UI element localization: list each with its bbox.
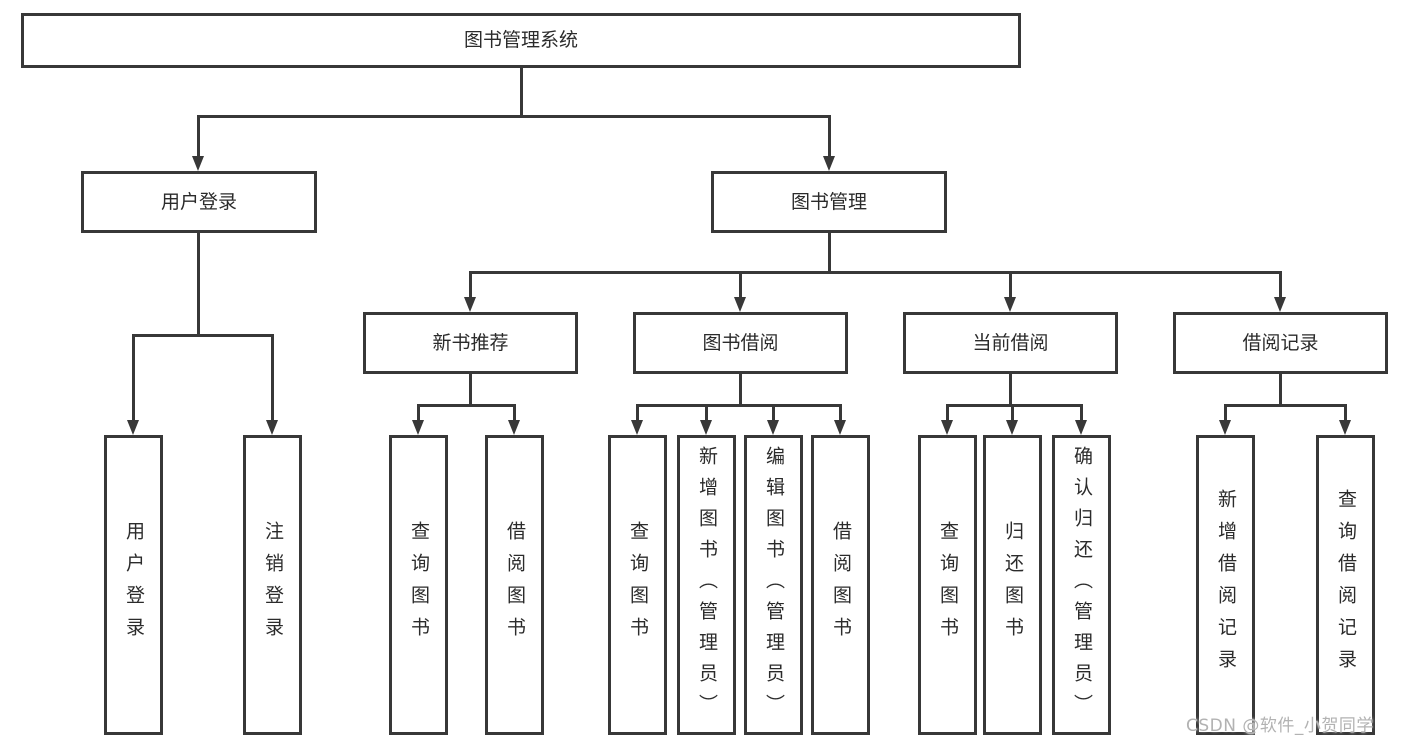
leaf-borrow-books: 借阅图书 xyxy=(811,435,870,735)
connector-vline xyxy=(1224,404,1227,422)
connector-vline xyxy=(132,334,135,422)
arrow-down-icon xyxy=(1339,420,1351,435)
connector-hline xyxy=(946,404,1083,407)
arrow-down-icon xyxy=(700,420,712,435)
arrow-down-icon xyxy=(1004,297,1016,312)
node-current-borrowing: 当前借阅 xyxy=(903,312,1118,374)
node-label: 编辑图书（管理员） xyxy=(763,445,785,725)
leaf-return-book: 归还图书 xyxy=(983,435,1042,735)
connector-vline xyxy=(417,404,420,422)
arrow-down-icon xyxy=(1075,420,1087,435)
node-label: 查询图书 xyxy=(937,521,959,649)
node-label: 查询图书 xyxy=(627,521,649,649)
node-label: 查询借阅记录 xyxy=(1335,489,1357,681)
node-book-management: 图书管理 xyxy=(711,171,947,233)
connector-vline xyxy=(1279,372,1282,407)
leaf-add-borrow-record: 新增借阅记录 xyxy=(1196,435,1255,735)
leaf-query-borrow-record: 查询借阅记录 xyxy=(1316,435,1375,735)
node-label: 新增图书（管理员） xyxy=(696,445,718,725)
arrow-down-icon xyxy=(266,420,278,435)
node-user-login: 用户登录 xyxy=(81,171,317,233)
arrow-down-icon xyxy=(834,420,846,435)
node-label: 借阅图书 xyxy=(504,521,526,649)
connector-vline xyxy=(1009,271,1012,300)
connector-vline xyxy=(828,115,831,158)
node-label: 注销登录 xyxy=(262,521,284,649)
connector-hline xyxy=(197,115,831,118)
connector-vline xyxy=(469,372,472,407)
node-label: 当前借阅 xyxy=(972,331,1049,354)
node-label: 用户登录 xyxy=(160,190,237,213)
connector-vline xyxy=(739,372,742,407)
arrow-down-icon xyxy=(508,420,520,435)
node-label: 新增借阅记录 xyxy=(1215,489,1237,681)
connector-hline xyxy=(469,271,1282,274)
arrow-down-icon xyxy=(823,156,835,171)
leaf-logout: 注销登录 xyxy=(243,435,302,735)
connector-vline xyxy=(1344,404,1347,422)
arrow-down-icon xyxy=(1006,420,1018,435)
node-label: 图书管理 xyxy=(790,190,867,213)
node-label: 新书推荐 xyxy=(432,331,509,354)
arrow-down-icon xyxy=(412,420,424,435)
watermark: CSDN @软件_小贺同学 xyxy=(1186,716,1374,736)
arrow-down-icon xyxy=(192,156,204,171)
node-label: 确认归还（管理员） xyxy=(1071,445,1093,725)
arrow-down-icon xyxy=(1274,297,1286,312)
node-label: 查询图书 xyxy=(408,521,430,649)
arrow-down-icon xyxy=(734,297,746,312)
leaf-query-books-borrow: 查询图书 xyxy=(608,435,667,735)
connector-vline xyxy=(739,271,742,300)
leaf-borrow-books-recommend: 借阅图书 xyxy=(485,435,544,735)
node-label: 归还图书 xyxy=(1002,521,1024,649)
leaf-confirm-return-admin: 确认归还（管理员） xyxy=(1052,435,1111,735)
node-label: 图书借阅 xyxy=(702,331,779,354)
leaf-query-books-current: 查询图书 xyxy=(918,435,977,735)
connector-vline xyxy=(828,231,831,274)
connector-vline xyxy=(513,404,516,422)
node-label: 借阅图书 xyxy=(830,521,852,649)
connector-vline xyxy=(469,271,472,300)
connector-hline xyxy=(1224,404,1346,407)
connector-vline xyxy=(772,404,775,422)
node-book-borrowing: 图书借阅 xyxy=(633,312,848,374)
arrow-down-icon xyxy=(767,420,779,435)
node-book-management-system: 图书管理系统 xyxy=(21,13,1021,68)
node-borrowing-records: 借阅记录 xyxy=(1173,312,1388,374)
connector-vline xyxy=(1080,404,1083,422)
connector-hline xyxy=(132,334,274,337)
node-label: 借阅记录 xyxy=(1242,331,1319,354)
node-label: 图书管理系统 xyxy=(463,29,578,51)
connector-vline xyxy=(1009,372,1012,407)
arrow-down-icon xyxy=(127,420,139,435)
leaf-add-book-admin: 新增图书（管理员） xyxy=(677,435,736,735)
connector-vline xyxy=(271,334,274,422)
node-new-book-recommendation: 新书推荐 xyxy=(363,312,578,374)
connector-vline xyxy=(1011,404,1014,422)
arrow-down-icon xyxy=(1219,420,1231,435)
connector-vline xyxy=(197,231,200,337)
leaf-edit-book-admin: 编辑图书（管理员） xyxy=(744,435,803,735)
connector-vline xyxy=(946,404,949,422)
node-label: 用户登录 xyxy=(123,521,145,649)
connector-vline xyxy=(839,404,842,422)
leaf-user-login: 用户登录 xyxy=(104,435,163,735)
connector-vline xyxy=(1279,271,1282,300)
connector-vline xyxy=(520,66,523,118)
connector-vline xyxy=(197,115,200,158)
connector-vline xyxy=(636,404,639,422)
connector-hline xyxy=(636,404,842,407)
connector-hline xyxy=(417,404,516,407)
arrow-down-icon xyxy=(631,420,643,435)
arrow-down-icon xyxy=(464,297,476,312)
connector-vline xyxy=(705,404,708,422)
arrow-down-icon xyxy=(941,420,953,435)
leaf-query-books-recommend: 查询图书 xyxy=(389,435,448,735)
